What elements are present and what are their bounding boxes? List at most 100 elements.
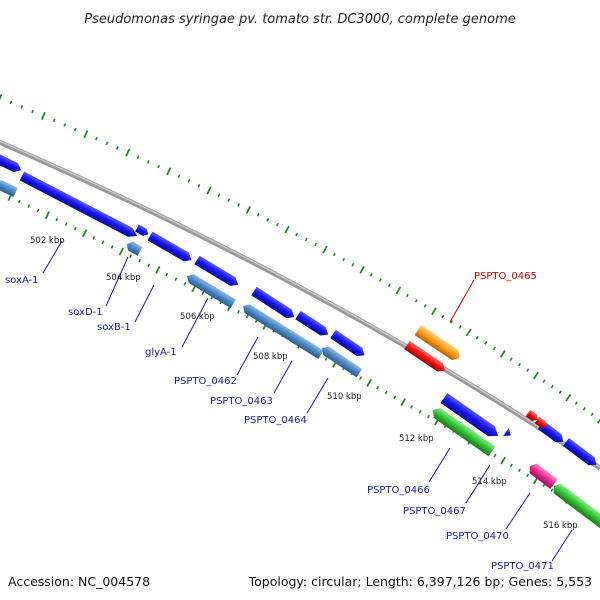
genome-title: Pseudomonas syringae pv. tomato str. DC3… xyxy=(84,12,516,27)
ring-tick xyxy=(558,390,562,394)
ring-tick xyxy=(378,278,382,282)
gene-label-soxD-1[interactable]: soxD-1 xyxy=(68,307,103,318)
genome-backbone xyxy=(0,139,600,471)
outer-tick-ring xyxy=(0,93,600,424)
gene-label-glyA-1[interactable]: glyA-1 xyxy=(145,347,177,358)
ring-tick xyxy=(342,257,346,262)
gene-PSPTO_0464-arrow[interactable] xyxy=(330,329,367,360)
ring-tick xyxy=(499,350,506,358)
gene-glyA-1-reverse[interactable] xyxy=(184,272,236,309)
kbp-tick-label: 516 kbp xyxy=(543,521,578,531)
gene-PSPTO_0463-arrow[interactable] xyxy=(295,310,331,339)
ring-tick xyxy=(414,298,418,303)
gene-partial-left-arrow[interactable] xyxy=(0,153,23,175)
ring-tick xyxy=(27,204,31,208)
ring-tick xyxy=(441,314,445,319)
accession-text: Accession: NC_004578 xyxy=(8,574,150,589)
gene-label-PSPTO_0467[interactable]: PSPTO_0467 xyxy=(403,506,466,517)
ring-tick xyxy=(359,376,363,380)
gene-soxD-1-arrow[interactable] xyxy=(135,224,150,238)
gene-PSPTO_0465-orange[interactable] xyxy=(414,325,463,363)
ring-tick xyxy=(187,179,191,183)
gene-soxB-1-arrow[interactable] xyxy=(147,231,195,265)
gene-soxD-1-reverse[interactable] xyxy=(125,240,143,256)
ring-tick xyxy=(64,222,68,226)
ring-tick xyxy=(395,286,402,295)
ring-tick xyxy=(237,310,241,314)
gene-PSPTO_0462-arrow[interactable] xyxy=(251,286,297,322)
gene-PSPTO_0466-arrow[interactable] xyxy=(440,393,502,441)
ring-tick xyxy=(517,362,521,367)
ring-tick xyxy=(118,247,125,256)
ring-tick xyxy=(31,109,34,114)
ring-tick xyxy=(284,225,290,234)
ring-tick xyxy=(92,236,96,240)
ring-tick xyxy=(427,414,430,419)
ring-tick xyxy=(157,164,160,169)
ring-tick xyxy=(369,273,373,277)
ring-tick xyxy=(295,232,299,237)
leader-line xyxy=(236,336,259,376)
genome-summary-text: Topology: circular; Length: 6,397,126 bp… xyxy=(248,574,592,589)
ring-tick xyxy=(73,127,77,132)
gene-PSPTO_0462-reverse[interactable] xyxy=(240,302,324,359)
ring-tick xyxy=(376,385,380,390)
gene-PSPTO_0470-magenta[interactable] xyxy=(526,461,558,489)
ring-tick xyxy=(393,395,397,400)
gene-label-soxB-1[interactable]: soxB-1 xyxy=(97,322,131,333)
ring-tick xyxy=(125,148,131,157)
ring-tick xyxy=(359,265,365,274)
ring-tick xyxy=(101,240,105,245)
gene-PSPTO_0466-green[interactable] xyxy=(430,405,496,457)
gene-red-small-1[interactable] xyxy=(525,409,540,423)
gene-PSPTO_0467-arrow[interactable] xyxy=(503,427,514,440)
ring-tick xyxy=(146,160,150,164)
ring-tick xyxy=(322,245,328,254)
gene-reverse-left[interactable] xyxy=(0,178,18,198)
gene-PSPTO_0464-reverse[interactable] xyxy=(319,344,363,378)
kbp-tick-label: 508 kbp xyxy=(253,352,288,362)
ring-tick xyxy=(458,325,462,329)
ring-tick xyxy=(227,198,231,202)
gene-label-PSPTO_0465[interactable]: PSPTO_0465 xyxy=(474,271,537,282)
gene-label-soxA-1[interactable]: soxA-1 xyxy=(5,275,39,286)
leader-line xyxy=(105,256,129,307)
gene-label-PSPTO_0470[interactable]: PSPTO_0470 xyxy=(446,531,509,542)
ring-tick xyxy=(351,262,355,267)
ring-tick xyxy=(550,488,554,492)
ring-tick xyxy=(324,357,328,361)
gene-PSPTO_0471-green[interactable] xyxy=(550,481,600,530)
ring-tick xyxy=(582,407,586,411)
gene-features-reverse xyxy=(0,178,363,378)
ring-tick xyxy=(550,384,554,389)
ring-tick xyxy=(138,258,142,263)
gene-label-PSPTO_0464[interactable]: PSPTO_0464 xyxy=(244,415,307,426)
ring-tick xyxy=(423,304,427,308)
ring-tick xyxy=(245,205,252,214)
leader-line xyxy=(428,447,451,483)
gene-labels: soxA-1 soxD-1 soxB-1 glyA-1 PSPTO_0462 P… xyxy=(5,271,554,572)
gene-label-PSPTO_0466[interactable]: PSPTO_0466 xyxy=(367,485,430,496)
ring-tick xyxy=(565,393,572,402)
kbp-tick-label: 512 kbp xyxy=(399,434,434,444)
gene-label-PSPTO_0463[interactable]: PSPTO_0463 xyxy=(210,396,273,407)
ring-tick xyxy=(590,412,594,417)
gene-label-PSPTO_0471[interactable]: PSPTO_0471 xyxy=(491,561,554,572)
ring-tick xyxy=(183,282,187,286)
leader-line xyxy=(134,284,155,323)
gene-PSPTO_0465-red[interactable] xyxy=(404,340,448,375)
ring-tick xyxy=(574,401,578,405)
leader-line xyxy=(42,240,63,274)
gene-label-PSPTO_0462[interactable]: PSPTO_0462 xyxy=(174,376,237,387)
gene-glyA-1-arrow[interactable] xyxy=(194,255,240,289)
ring-tick xyxy=(493,453,497,458)
gene-soxA-1-arrow[interactable] xyxy=(19,171,140,241)
gene-red-small-2[interactable] xyxy=(534,416,549,430)
ring-tick xyxy=(201,291,205,295)
ring-tick xyxy=(484,341,488,345)
ring-tick xyxy=(596,418,600,424)
gene-right-2-arrow[interactable] xyxy=(562,438,599,469)
ring-tick xyxy=(177,174,181,178)
ring-tick xyxy=(532,371,539,380)
ring-tick xyxy=(197,183,201,188)
